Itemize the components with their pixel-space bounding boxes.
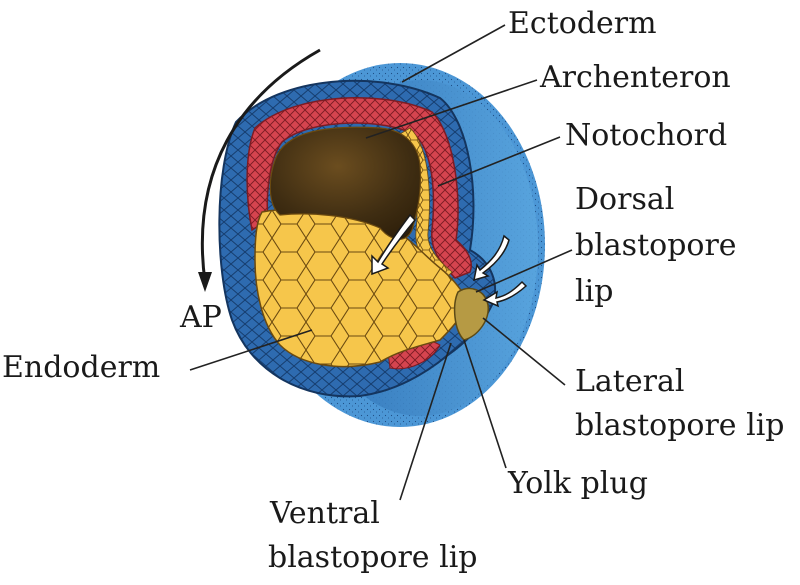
label-ventral-lip-1: Ventral — [270, 496, 380, 532]
label-notochord: Notochord — [565, 118, 727, 154]
label-dorsal-lip-3: lip — [575, 274, 613, 310]
label-dorsal-lip-1: Dorsal — [575, 182, 674, 218]
label-dorsal-lip-2: blastopore — [575, 228, 737, 264]
label-lateral-lip-2: blastopore lip — [575, 408, 785, 444]
label-lateral-lip-1: Lateral — [575, 364, 684, 400]
label-ap: AP — [180, 300, 222, 336]
label-archenteron: Archenteron — [540, 60, 731, 96]
label-ventral-lip-2: blastopore lip — [268, 540, 478, 576]
label-endoderm: Endoderm — [2, 350, 160, 386]
label-ectoderm: Ectoderm — [508, 6, 657, 42]
label-yolk-plug: Yolk plug — [508, 466, 648, 502]
